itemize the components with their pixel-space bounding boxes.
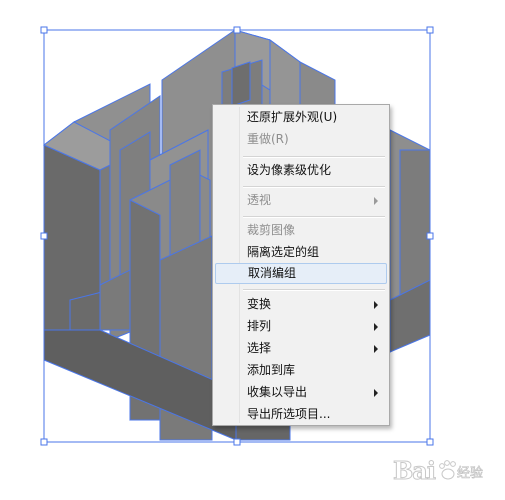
submenu-arrow-icon [374, 301, 378, 309]
menu-item-perspective[interactable]: 透视 [215, 190, 387, 211]
handle-middle-right[interactable] [426, 232, 434, 240]
menu-separator [243, 216, 385, 218]
menu-item-export-selection[interactable]: 导出所选项目... [247, 407, 331, 421]
menu-item-pixel-optimize[interactable]: 设为像素级优化 [247, 163, 332, 177]
handle-bottom-left[interactable] [40, 438, 48, 446]
menu-item-collect-for-export[interactable]: 收集以导出 [215, 382, 387, 403]
submenu-arrow-icon [374, 345, 378, 353]
submenu-arrow-icon [374, 389, 378, 397]
watermark-suffix: 经验 [457, 466, 484, 482]
context-menu: 还原扩展外观(U) 重做(R) 设为像素级优化 透视 裁剪图像 隔离选定的组 取… [212, 104, 390, 426]
handle-bottom-right[interactable] [426, 438, 434, 446]
shape-face [99, 269, 131, 331]
watermark-text: Bai [393, 456, 437, 486]
menu-item-label: 选择 [247, 341, 272, 355]
handle-top-left[interactable] [40, 26, 48, 34]
handle-middle-left[interactable] [40, 232, 48, 240]
menu-item-crop-image[interactable]: 裁剪图像 [247, 223, 296, 237]
menu-item-undo-expand-appearance[interactable]: 还原扩展外观(U) [247, 110, 338, 124]
menu-item-label: 收集以导出 [247, 385, 308, 399]
handle-top-right[interactable] [426, 26, 434, 34]
menu-separator [243, 156, 385, 158]
menu-item-transform[interactable]: 变换 [215, 294, 387, 315]
menu-item-arrange[interactable]: 排列 [215, 316, 387, 337]
menu-item-ungroup[interactable]: 取消编组 [215, 263, 387, 284]
menu-item-label: 排列 [247, 319, 272, 333]
menu-item-label: 透视 [247, 193, 272, 207]
submenu-arrow-icon [374, 323, 378, 331]
shape-face [231, 61, 251, 107]
selection-bounding-box[interactable] [40, 26, 434, 446]
paw-icon [439, 460, 456, 480]
handle-bottom-center[interactable] [233, 438, 241, 446]
menu-item-isolate-group[interactable]: 隔离选定的组 [247, 245, 320, 259]
menu-separator [243, 289, 385, 291]
submenu-arrow-icon [374, 197, 378, 205]
handle-top-center[interactable] [233, 26, 241, 34]
menu-item-add-to-library[interactable]: 添加到库 [247, 363, 296, 377]
menu-item-label: 变换 [247, 297, 272, 311]
menu-item-select[interactable]: 选择 [215, 338, 387, 359]
baidu-jingyan-watermark: Bai 经验 [393, 450, 484, 490]
menu-separator [243, 186, 385, 188]
menu-item-redo[interactable]: 重做(R) [247, 132, 289, 146]
